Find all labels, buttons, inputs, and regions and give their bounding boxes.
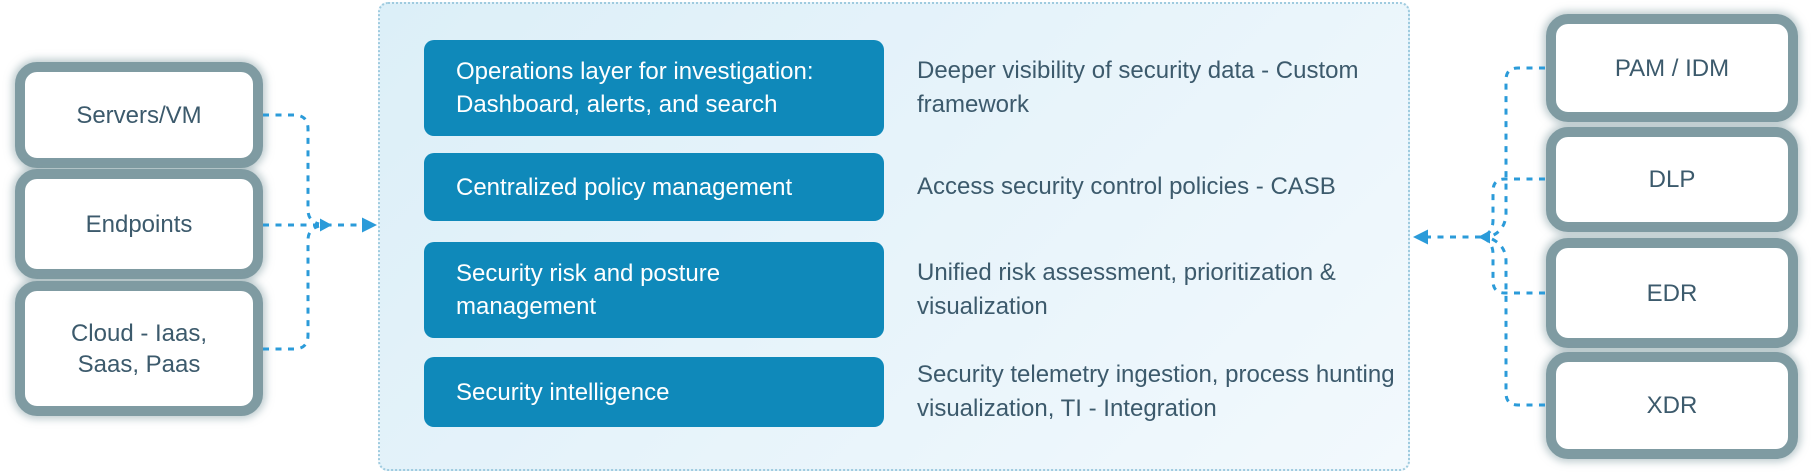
description-line: Deeper visibility of security data - Cus… — [917, 57, 1359, 84]
button-label-line: Dashboard, alerts, and search — [456, 91, 778, 118]
button-label-line: management — [456, 293, 597, 320]
connector-dlp-to-junction — [1483, 177, 1545, 238]
integration-node-label: DLP — [1648, 166, 1696, 193]
source-node-label: Cloud - Iaas, — [70, 319, 208, 347]
integration-node-label: XDR — [1646, 392, 1698, 419]
integration-node-edr: EDR — [1546, 238, 1798, 348]
source-node-endpoints: Endpoints — [15, 169, 263, 279]
platform-row-intelligence: Security intelligence Security telemetry… — [424, 357, 1395, 427]
connector-pam-to-junction — [1491, 66, 1545, 238]
connector-cloud-to-junction — [263, 224, 320, 351]
connector-servers-to-junction — [263, 113, 320, 226]
source-node-label-line2: Saas, Paas — [77, 350, 201, 378]
description-line: visualization — [917, 293, 1048, 320]
security-intelligence-button: Security intelligence — [424, 357, 884, 427]
integration-node-label: PAM / IDM — [1614, 54, 1730, 82]
platform-row-risk-posture: Security risk and posture management Uni… — [424, 242, 1336, 338]
security-risk-posture-description: Unified risk assessment, prioritization … — [917, 256, 1336, 324]
button-label-line: Security intelligence — [456, 378, 670, 406]
operations-layer-description: Deeper visibility of security data - Cus… — [917, 54, 1359, 122]
integration-node-pam-idm: PAM / IDM — [1546, 14, 1798, 122]
centralized-policy-description: Access security control policies - CASB — [917, 170, 1336, 204]
source-node-servers-vm: Servers/VM — [15, 62, 263, 168]
security-risk-posture-button: Security risk and posture management — [424, 242, 884, 338]
description-line: framework — [917, 91, 1030, 118]
arrowhead-into-panel-right — [1413, 229, 1428, 245]
operations-layer-button: Operations layer for investigation: Dash… — [424, 40, 884, 136]
button-label-line: Security risk and posture — [456, 260, 721, 287]
arrowhead-left-junction — [320, 218, 332, 232]
integration-node-label: EDR — [1646, 279, 1698, 307]
arrowhead-right-junction — [1478, 230, 1490, 244]
arrowhead-into-panel-left — [362, 217, 377, 233]
platform-row-operations: Operations layer for investigation: Dash… — [424, 40, 1359, 136]
description-line: Security telemetry ingestion, process hu… — [917, 361, 1395, 388]
integration-node-dlp: DLP — [1546, 127, 1798, 232]
connector-xdr-to-junction — [1491, 237, 1545, 407]
centralized-policy-button: Centralized policy management — [424, 153, 884, 221]
source-node-label: Endpoints — [85, 210, 193, 238]
description-line: Access security control policies - CASB — [917, 173, 1336, 200]
description-line: visualization, TI - Integration — [917, 395, 1217, 422]
button-label-line: Centralized policy management — [456, 173, 793, 201]
source-node-cloud: Cloud - Iaas, Saas, Paas — [15, 281, 263, 416]
connector-edr-to-junction — [1483, 236, 1545, 295]
button-label-line: Operations layer for investigation: — [456, 58, 814, 85]
description-line: Unified risk assessment, prioritization … — [917, 259, 1336, 286]
source-node-label: Servers/VM — [76, 101, 202, 129]
platform-row-policy: Centralized policy management Access sec… — [424, 153, 1336, 221]
security-intelligence-description: Security telemetry ingestion, process hu… — [917, 358, 1395, 426]
platform-panel: Operations layer for investigation: Dash… — [378, 2, 1410, 471]
integration-node-xdr: XDR — [1546, 352, 1798, 459]
